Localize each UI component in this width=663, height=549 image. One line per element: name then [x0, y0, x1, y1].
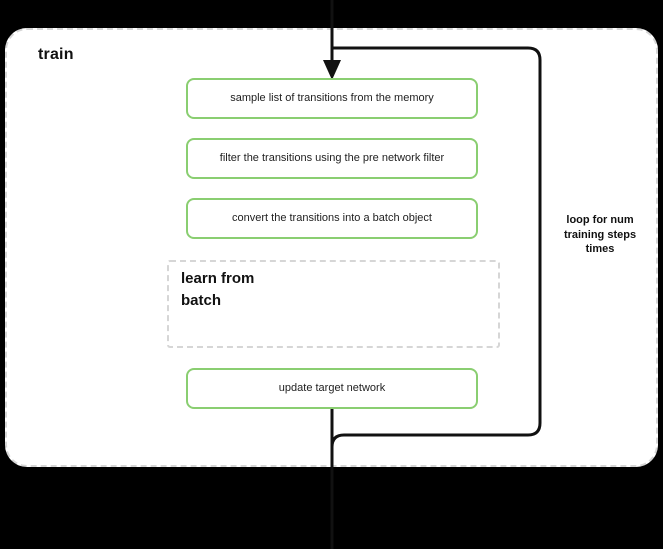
- loop-label-line2: training steps: [563, 228, 637, 241]
- step-label: filter the transitions using the pre net…: [219, 151, 445, 164]
- step-box-update-target-network[interactable]: update target network: [186, 368, 478, 409]
- subflow-title-line2: batch: [181, 291, 222, 309]
- page-title: train: [38, 46, 74, 63]
- step-box-filter[interactable]: filter the transitions using the pre net…: [186, 138, 478, 179]
- step-box-convert[interactable]: convert the transitions into a batch obj…: [186, 198, 478, 239]
- step-box-sample[interactable]: sample list of transitions from the memo…: [186, 78, 478, 119]
- subflow-learn-from-batch[interactable]: learn from batch: [167, 260, 500, 348]
- loop-label-line3: times: [585, 243, 615, 256]
- step-label: update target network: [278, 381, 386, 394]
- step-label: convert the transitions into a batch obj…: [232, 211, 432, 224]
- step-label: sample list of transitions from the memo…: [230, 91, 434, 104]
- loop-label: loop for num training steps times: [545, 213, 655, 257]
- subflow-title: learn from batch: [181, 268, 331, 312]
- loop-label-line1: loop for num: [566, 214, 634, 226]
- subflow-title-line1: learn from: [181, 270, 255, 287]
